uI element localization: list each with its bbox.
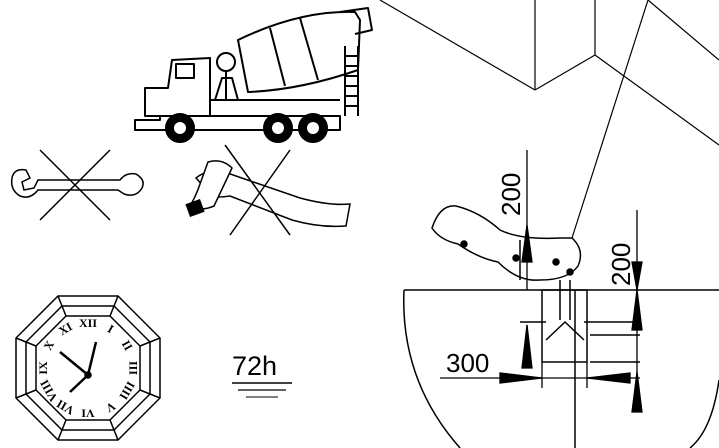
curing-time-text: 72h [232, 351, 277, 381]
crossed-hammer-icon [185, 144, 351, 236]
dimension-vertical-left: 200 [496, 173, 526, 216]
clock-numeral: IX [36, 361, 50, 375]
concrete-mixer-truck-icon [134, 7, 373, 143]
crossed-wrench-icon [10, 149, 144, 221]
clock-numeral: I [105, 322, 116, 337]
vibrator-tool [431, 205, 582, 320]
clock-numeral: XII [79, 316, 97, 330]
room-perspective [379, 0, 719, 239]
clock-numeral: VI [81, 406, 95, 420]
curing-time-label: 72h [232, 351, 292, 398]
clock-numeral: III [126, 361, 140, 375]
slab-section [403, 289, 719, 448]
dimension-horizontal: 300 [446, 348, 489, 378]
dimension-lines [440, 150, 643, 413]
dimension-vertical-right: 200 [606, 243, 636, 286]
clock-numeral: XI [56, 319, 75, 338]
